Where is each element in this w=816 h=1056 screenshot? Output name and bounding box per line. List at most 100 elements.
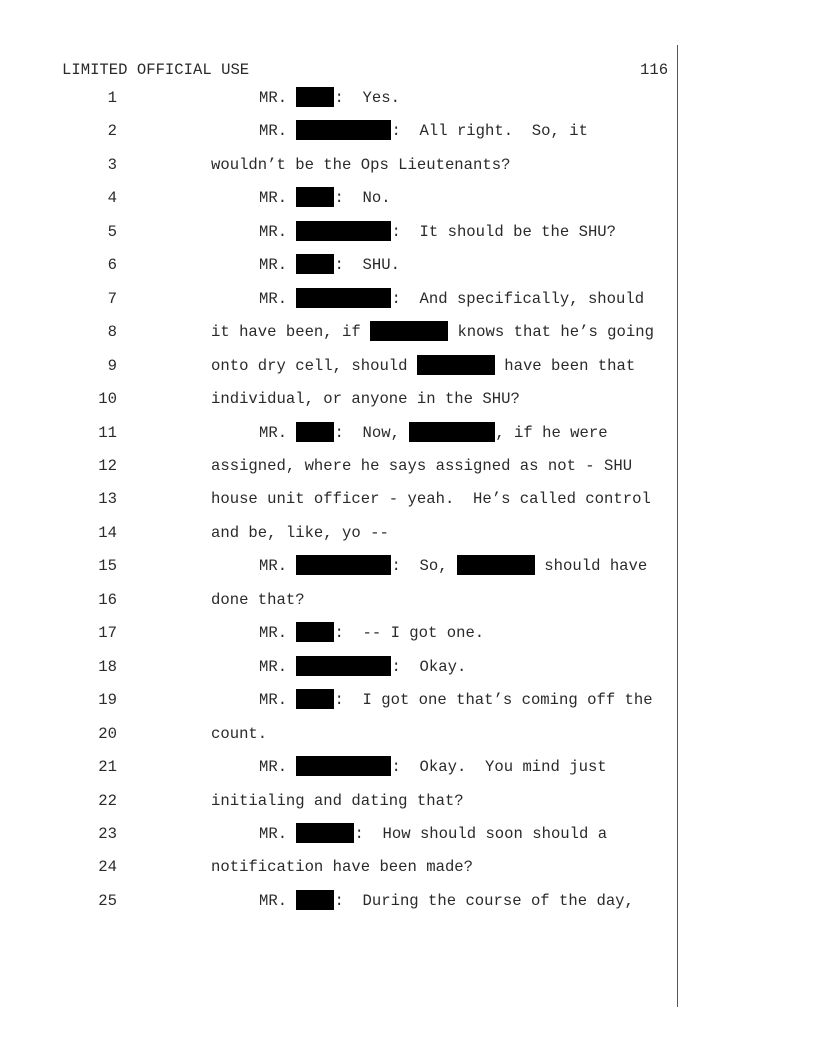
redaction-box (296, 120, 392, 141)
line-number: 1 (107, 89, 117, 107)
redaction-box (296, 756, 392, 777)
transcript-line: 23 MR. : How should soon should a (0, 818, 680, 851)
line-number: 10 (98, 390, 117, 409)
text-segment: and be, like, yo -- (211, 523, 389, 542)
text-segment: MR. (259, 891, 297, 910)
text-segment: : How should soon should a (354, 824, 608, 843)
line-text: MR. : Now, , if he were (259, 417, 608, 450)
line-number: 16 (98, 590, 117, 609)
text-segment: done that? (211, 590, 305, 609)
line-number: 22 (98, 791, 117, 810)
line-number: 5 (107, 222, 117, 241)
line-text: notification have been made? (211, 851, 473, 884)
redaction-box (296, 421, 335, 442)
line-text: MR. : Yes. (259, 82, 400, 115)
text-segment: : And specifically, should (391, 289, 645, 308)
line-number: 6 (107, 256, 117, 275)
redaction-box (296, 822, 355, 843)
redaction-box (296, 187, 335, 208)
line-text: it have been, if knows that he’s going (211, 316, 654, 349)
text-segment: MR. (259, 758, 297, 777)
redaction-box (370, 321, 449, 342)
text-segment: : SHU. (334, 256, 400, 275)
line-text: initialing and dating that? (211, 785, 464, 818)
text-segment: knows that he’s going (448, 323, 654, 342)
transcript-line: 12 assigned, where he says assigned as no… (0, 450, 680, 483)
redaction-box (409, 421, 496, 442)
redaction-box (416, 354, 495, 375)
redaction-box (296, 622, 335, 643)
line-text: MR. : No. (259, 182, 391, 215)
line-text: MR. : I got one that’s coming off the (259, 684, 653, 717)
redaction-box (296, 655, 392, 676)
text-segment: assigned, where he says assigned as not … (211, 456, 633, 475)
transcript-line: 11 MR. : Now, , if he were (0, 417, 680, 450)
line-number: 14 (98, 523, 117, 542)
line-text: done that? (211, 584, 305, 617)
line-number: 23 (98, 824, 117, 843)
redaction-box (296, 220, 392, 241)
line-number: 11 (98, 423, 117, 442)
text-segment: , if he were (495, 423, 608, 442)
line-text: MR. : -- I got one. (259, 617, 484, 650)
transcript-line: 22 initialing and dating that? (0, 785, 680, 818)
line-text: count. (211, 718, 267, 751)
text-segment: MR. (259, 122, 297, 141)
text-segment: house unit officer - yeah. He’s called c… (211, 490, 651, 509)
line-text: MR. : It should be the SHU? (259, 216, 616, 249)
text-segment: MR. (259, 189, 297, 208)
redaction-box (296, 555, 392, 576)
transcript-line: 4 MR. : No. (0, 182, 680, 215)
line-number: 12 (98, 456, 117, 475)
line-number: 4 (107, 189, 117, 208)
line-text: MR. : So, should have (259, 550, 647, 583)
line-number: 3 (107, 155, 117, 174)
text-segment: MR. (259, 657, 297, 676)
text-segment: : Yes. (334, 89, 400, 107)
text-segment: MR. (259, 557, 297, 576)
redaction-box (296, 287, 392, 308)
text-segment: MR. (259, 289, 297, 308)
line-number: 19 (98, 691, 117, 710)
text-segment: : It should be the SHU? (391, 222, 617, 241)
text-segment: have been that (494, 356, 636, 375)
line-text: MR. : Okay. (259, 651, 466, 684)
line-text: onto dry cell, should have been that (211, 350, 635, 383)
line-text: MR. : All right. So, it (259, 115, 588, 148)
text-segment: : During the course of the day, (334, 891, 634, 910)
text-segment: notification have been made? (211, 858, 474, 877)
transcript-line: 1 MR. : Yes. (0, 82, 680, 115)
text-segment: MR. (259, 423, 297, 442)
classification-header: LIMITED OFFICIAL USE (62, 61, 250, 79)
line-number: 21 (98, 758, 117, 777)
text-segment: should have (534, 557, 648, 576)
line-number: 9 (107, 356, 117, 375)
page-number: 116 (640, 61, 669, 79)
redaction-box (296, 87, 335, 107)
text-segment: : So, (391, 557, 457, 576)
text-segment: : No. (334, 189, 391, 208)
line-text: MR. : SHU. (259, 249, 400, 282)
text-segment: MR. (259, 824, 297, 843)
transcript-line: 19 MR. : I got one that’s coming off the (0, 684, 680, 717)
text-segment: : -- I got one. (334, 624, 485, 643)
text-segment: initialing and dating that? (211, 791, 464, 810)
text-segment: : All right. So, it (391, 122, 588, 141)
line-number: 7 (107, 289, 117, 308)
line-text: assigned, where he says assigned as not … (211, 450, 632, 483)
text-segment: MR. (259, 256, 297, 275)
text-segment: MR. (259, 624, 297, 643)
redaction-box (296, 689, 335, 710)
line-text: MR. : And specifically, should (259, 283, 644, 316)
line-text: MR. : During the course of the day, (259, 885, 634, 918)
